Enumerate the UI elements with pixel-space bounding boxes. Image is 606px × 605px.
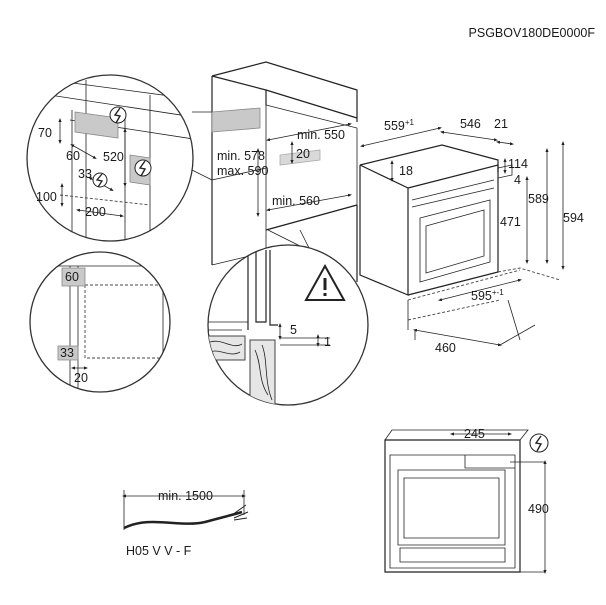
label-245: 245	[464, 427, 485, 441]
label-max590: max. 590	[217, 164, 268, 178]
cable-drawing: min. 1500 H05 V V - F	[122, 489, 249, 558]
label-589: 589	[528, 192, 549, 206]
label-4: 4	[514, 173, 521, 187]
detail-circle-middle: 60 33 20	[29, 251, 171, 393]
label-114: 114	[508, 157, 528, 171]
label-60a: 60	[66, 149, 80, 163]
label-5: 5	[290, 323, 297, 337]
model-code: PSGBOV180DE0000F	[469, 26, 596, 40]
label-20b: 20	[74, 371, 88, 385]
plug-icon	[529, 433, 549, 453]
label-cable-type: H05 V V - F	[126, 544, 192, 558]
oven-drawing: 559+1 546 21 114 4 18 471 589 594 595+-1…	[359, 117, 584, 355]
label-min550: min. 550	[297, 128, 345, 142]
label-546: 546	[460, 117, 481, 131]
detail-circle-mounting: 5 1	[207, 244, 369, 406]
label-559: 559+1	[384, 118, 415, 133]
label-21: 21	[494, 117, 508, 131]
label-200: 200	[85, 205, 106, 219]
label-18: 18	[399, 164, 413, 178]
label-460: 460	[435, 341, 456, 355]
label-100: 100	[36, 190, 57, 204]
label-1: 1	[324, 335, 331, 349]
label-594: 594	[563, 211, 584, 225]
warning-triangle-icon	[304, 263, 346, 301]
label-33b: 33	[60, 346, 74, 360]
label-min560: min. 560	[272, 194, 320, 208]
label-min1500: min. 1500	[158, 489, 213, 503]
label-490: 490	[528, 502, 549, 516]
label-520: 520	[103, 150, 124, 164]
label-20a: 20	[296, 147, 310, 161]
label-70: 70	[38, 126, 52, 140]
plug-icon	[109, 106, 127, 124]
cabinet-drawing: min. 550 20 min. 578 max. 590 min. 560	[191, 61, 358, 282]
label-60b: 60	[65, 270, 79, 284]
detail-circle-top: 70 60 520 33 100 200	[26, 74, 194, 242]
label-33a: 33	[78, 167, 92, 181]
label-595: 595+-1	[471, 288, 504, 303]
label-471: 471	[500, 215, 521, 229]
plug-icon	[134, 159, 152, 177]
plug-icon	[92, 172, 108, 188]
front-view-drawing: 245 490	[384, 427, 549, 574]
label-min578: min. 578	[217, 149, 265, 163]
